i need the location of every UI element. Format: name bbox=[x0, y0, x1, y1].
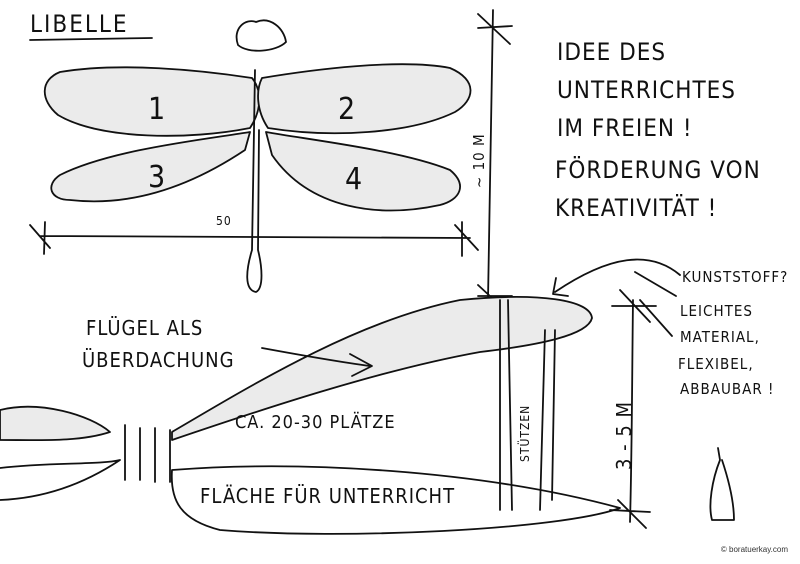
height-dimension-line bbox=[477, 9, 513, 311]
height-label: ~ 10 M bbox=[470, 133, 488, 188]
support-posts bbox=[124, 299, 556, 511]
span-dimension-line bbox=[29, 221, 479, 257]
material-line: ABBAUBAR ! bbox=[680, 380, 775, 398]
dragonfly-wings bbox=[43, 63, 472, 212]
idea-line: IDEE DES bbox=[557, 38, 667, 66]
span-label: 50 bbox=[216, 214, 232, 228]
sketch-title: LIBELLE bbox=[30, 10, 129, 38]
canopy-height-line bbox=[609, 289, 657, 529]
title-underline bbox=[29, 37, 153, 41]
seats-label: CA. 20-30 PLÄTZE bbox=[235, 412, 396, 433]
wing-number-3: 3 bbox=[148, 160, 167, 195]
wing-2 bbox=[257, 63, 472, 135]
wing-4 bbox=[265, 131, 461, 212]
left-small-wing bbox=[0, 405, 111, 442]
material-line: KUNSTSTOFF? bbox=[682, 268, 789, 286]
supports-label: STÜTZEN bbox=[518, 404, 532, 462]
left-tail-shape bbox=[0, 459, 121, 501]
canopy-arrow bbox=[261, 347, 373, 377]
material-pointer-lines bbox=[634, 271, 677, 337]
idea-line: FÖRDERUNG VON bbox=[555, 156, 761, 184]
copyright-notice: © boratuerkay.com bbox=[720, 545, 788, 554]
canopy-wing bbox=[171, 296, 593, 441]
wing-1 bbox=[43, 66, 261, 137]
canopy-shapes bbox=[0, 296, 593, 442]
dragonfly-body bbox=[246, 69, 263, 293]
material-line: MATERIAL, bbox=[680, 328, 760, 346]
wing-number-4: 4 bbox=[345, 162, 364, 197]
canopy-height-label: 3 - 5 M bbox=[612, 400, 636, 470]
material-line: FLEXIBEL, bbox=[678, 355, 754, 373]
canopy-label-line: ÜBERDACHUNG bbox=[82, 348, 235, 372]
wing-3 bbox=[50, 131, 251, 203]
idea-line: KREATIVITÄT ! bbox=[555, 194, 718, 222]
material-line: LEICHTES bbox=[680, 302, 753, 320]
wing-number-2: 2 bbox=[338, 92, 357, 127]
dragonfly-head bbox=[235, 19, 287, 52]
area-label: FLÄCHE FÜR UNTERRICHT bbox=[200, 484, 456, 508]
material-arrow bbox=[552, 258, 681, 297]
wing-number-1: 1 bbox=[148, 92, 167, 127]
human-figure-icon bbox=[709, 447, 735, 521]
canopy-label-line: FLÜGEL ALS bbox=[86, 316, 204, 340]
floor-area-outline bbox=[170, 465, 621, 535]
idea-line: UNTERRICHTES bbox=[557, 76, 737, 104]
idea-line: IM FREIEN ! bbox=[557, 114, 693, 142]
